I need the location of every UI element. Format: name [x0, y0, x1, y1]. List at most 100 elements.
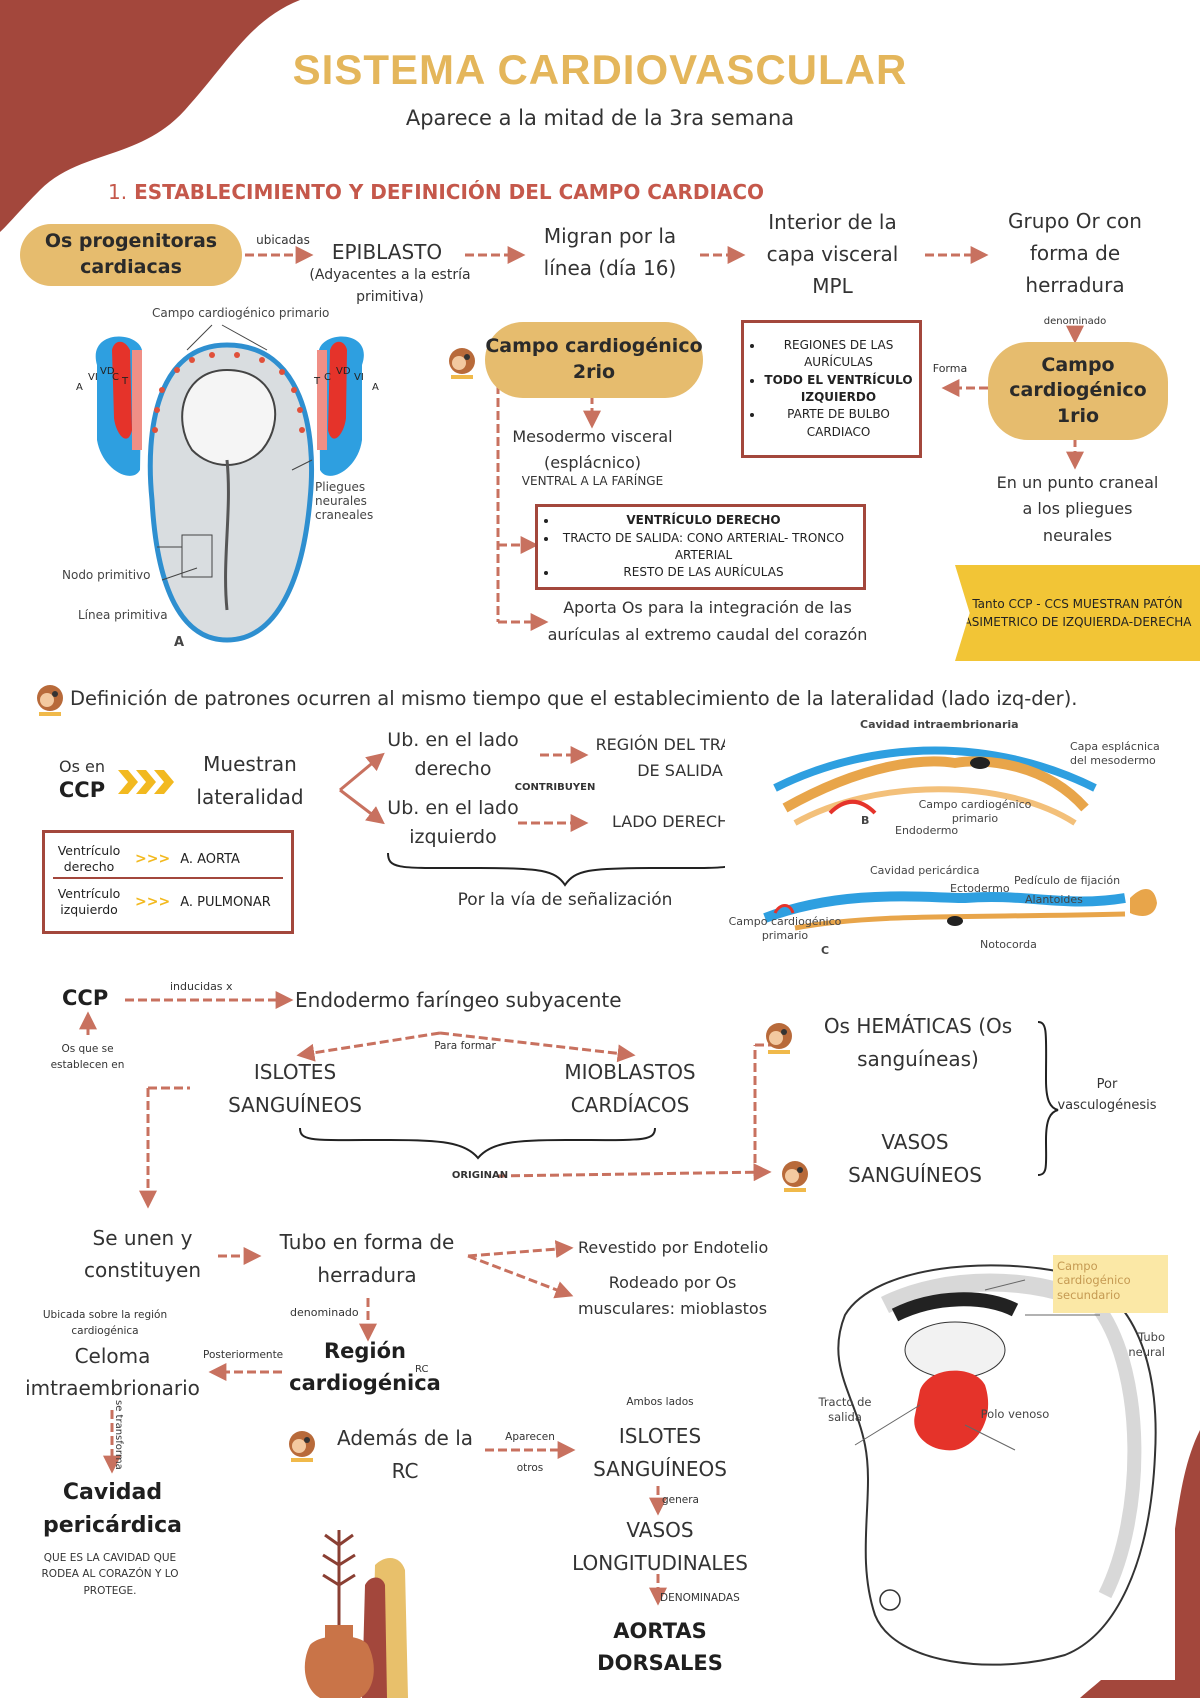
- hematicas-label: Os HEMÁTICAS (Os sanguíneas): [823, 1014, 1013, 1071]
- originan-label: ORIGINAN: [451, 1170, 509, 1181]
- ventriculo-row: Ventrículo derecho >>> A. AORTA: [53, 841, 283, 879]
- mioblastos-label: MIOBLASTOS CARDÍACOS: [564, 1060, 696, 1117]
- fig-tracto: Tracto de salida: [818, 1395, 872, 1424]
- islotes2-label: ISLOTES SANGUÍNEOS: [593, 1424, 727, 1481]
- denominado-label-2: denominado: [290, 1306, 359, 1319]
- region-cardiogenica-label: Región cardiogénica: [289, 1339, 441, 1395]
- mesodermo-label: Mesodermo visceral (esplácnico): [512, 427, 673, 473]
- ubicada-label: Ubicada sobre la región cardiogénica: [42, 1309, 168, 1337]
- fig-alantoides: Alantoides: [1025, 893, 1083, 906]
- muestran-label: Muestran lateralidad: [196, 752, 304, 809]
- corner-decoration-top-left: [0, 0, 300, 232]
- se-unen-label: Se unen y constituyen: [83, 1226, 202, 1282]
- lado-derecho-label: LADO DERECHO: [612, 812, 742, 831]
- chevron-icon: >>>: [135, 894, 171, 910]
- fig-pediculo: Pedículo de fijación: [1014, 874, 1121, 887]
- izquierdo-label: Ub. en el lado izquierdo: [387, 797, 519, 848]
- fig-linea-label: Línea primitiva: [78, 608, 168, 622]
- thinking-girl-icon: [289, 1431, 315, 1462]
- heart-label: A: [372, 382, 379, 393]
- campo2-region-item: VENTRÍCULO DERECHO: [558, 512, 849, 529]
- forma-label: Forma: [932, 362, 968, 375]
- heart-embryo-figure: Campo cardiogénico secundario Tubo neura…: [815, 1255, 1175, 1680]
- revestido-label: Revestido por Endotelio: [578, 1238, 769, 1257]
- fig-nodo-label: Nodo primitivo: [62, 568, 151, 582]
- fig-campo-sec: Campo cardiogénico secundario: [1053, 1255, 1168, 1313]
- heart-label: VI: [88, 372, 98, 383]
- heart-label: VD: [336, 366, 351, 377]
- campo2-regions-list: VENTRÍCULO DERECHO TRACTO DE SALIDA: CON…: [538, 512, 863, 582]
- vasos-long-label: VASOS LONGITUDINALES: [572, 1518, 748, 1575]
- asymmetry-banner: Tanto CCP - CCS MUESTRAN PATÓN ASIMETRIC…: [955, 565, 1200, 661]
- tubo-label: Tubo en forma de herradura: [279, 1230, 455, 1287]
- section-title: ESTABLECIMIENTO Y DEFINICIÓN DEL CAMPO C…: [134, 180, 765, 204]
- se-transforma-label: se transforma: [113, 1400, 124, 1470]
- denominado-label-1: denominado: [1043, 316, 1107, 327]
- derecho-label: Ub. en el lado derecho: [387, 729, 519, 780]
- ccp-node: CCP: [62, 986, 109, 1010]
- grupo-label: Grupo Or con forma de herradura: [1008, 209, 1142, 297]
- page-title: SISTEMA CARDIOVASCULAR: [292, 46, 908, 93]
- ccp-label: CCP: [58, 778, 106, 802]
- fig-notocorda: Notocorda: [980, 938, 1037, 951]
- heart-label: VD: [100, 366, 115, 377]
- thinking-girl-icon: [782, 1161, 808, 1192]
- rodeado-label: Rodeado por Os musculares: mioblastos: [577, 1273, 768, 1318]
- denominadas-label: DENOMINADAS: [660, 1592, 740, 1604]
- thinking-girl-icon: [449, 348, 475, 379]
- punto-craneal-label: En un punto craneal a los pliegues neura…: [996, 473, 1159, 545]
- artery-name: A. AORTA: [180, 851, 240, 867]
- progenitoras-pill: Os progenitoras cardiacas: [20, 224, 242, 286]
- rc-label: RC: [415, 1364, 429, 1375]
- campo1-region-item: TODO EL VENTRÍCULO IZQUIERDO: [764, 372, 913, 407]
- page-subtitle: Aparece a la mitad de la 3ra semana: [405, 106, 795, 130]
- embryo-figure: Campo cardiogénico primario Pliegues neu…: [62, 306, 392, 655]
- fig-letter-b: B: [861, 814, 870, 827]
- thinking-girl-icon: [766, 1023, 792, 1054]
- genera-label: genera: [662, 1494, 699, 1506]
- section-heading-1: 1. ESTABLECIMIENTO Y DEFINICIÓN DEL CAMP…: [108, 180, 764, 204]
- fig-campo: Campo cardiogénico primario: [918, 798, 1032, 826]
- cross-section-illustration: [763, 746, 1157, 931]
- patterns-intro: Definición de patrones ocurren al mismo …: [70, 687, 1078, 710]
- otros-label: otros: [516, 1462, 544, 1474]
- ventriculo-row: Ventrículo izquierdo >>> A. PULMONAR: [53, 883, 283, 921]
- fig-letter-c: C: [821, 944, 830, 957]
- fig-ectodermo: Ectodermo: [950, 882, 1010, 895]
- ademas-label: Además de la RC: [336, 1426, 473, 1483]
- fig-pliegues-label: Pliegues neurales craneales: [315, 480, 374, 522]
- epiblasto-note: (Adyacentes a la estría primitiva): [309, 267, 471, 306]
- fig-cavidad-peri: Cavidad pericárdica: [870, 864, 980, 877]
- fig-letter-a: A: [174, 635, 185, 650]
- embryo-illustration: [95, 324, 364, 643]
- fig-capa: Capa esplácnica del mesodermo: [1070, 740, 1160, 768]
- campo1-regions-box: REGIONES DE LAS AURÍCULAS TODO EL VENTRÍ…: [741, 320, 922, 458]
- campo1-region-item: PARTE DE BULBO CARDIACO: [764, 406, 913, 441]
- heart-embryo-illustration: [837, 1264, 1157, 1666]
- fig-campo2: Campo cardiogénico primario: [728, 915, 842, 943]
- cavidad-pericardica-label: Cavidad pericárdica: [43, 1480, 182, 1538]
- os-en-label: Os en: [59, 757, 105, 776]
- fig-campo-primario-label: Campo cardiogénico primario: [152, 306, 330, 320]
- heart-label: A: [76, 382, 83, 393]
- contribuyen-label: CONTRIBUYEN: [514, 782, 596, 793]
- islotes-label: ISLOTES SANGUÍNEOS: [228, 1060, 362, 1117]
- campo2-region-item: RESTO DE LAS AURÍCULAS: [558, 564, 849, 581]
- ventral-label: VENTRAL A LA FARÍNGE: [521, 474, 664, 488]
- ubicadas-label: ubicadas: [256, 233, 310, 247]
- inducidas-label: inducidas x: [170, 980, 233, 993]
- cavidad-note: QUE ES LA CAVIDAD QUE RODEA AL CORAZÓN Y…: [41, 1552, 179, 1597]
- campo2-region-item: TRACTO DE SALIDA: CONO ARTERIAL- TRONCO …: [558, 530, 849, 565]
- via-label: Por la vía de señalización: [457, 890, 673, 910]
- migran-label: Migran por la línea (día 16): [543, 224, 677, 280]
- cross-section-figure: Cavidad intraembrionaria Capa esplácnica…: [725, 718, 1200, 958]
- fig-cavidad-intra: Cavidad intraembrionaria: [860, 718, 1019, 731]
- aortas-label: AORTAS DORSALES: [597, 1619, 723, 1675]
- vasos-label: VASOS SANGUÍNEOS: [848, 1130, 982, 1187]
- heart-label: T: [314, 376, 321, 387]
- section-number: 1.: [108, 180, 128, 204]
- vasculogenesis-label: Por vasculogénesis: [1057, 1077, 1157, 1113]
- posteriormente-label: Posteriormente: [203, 1349, 284, 1361]
- aparecen-label: Aparecen: [505, 1431, 555, 1443]
